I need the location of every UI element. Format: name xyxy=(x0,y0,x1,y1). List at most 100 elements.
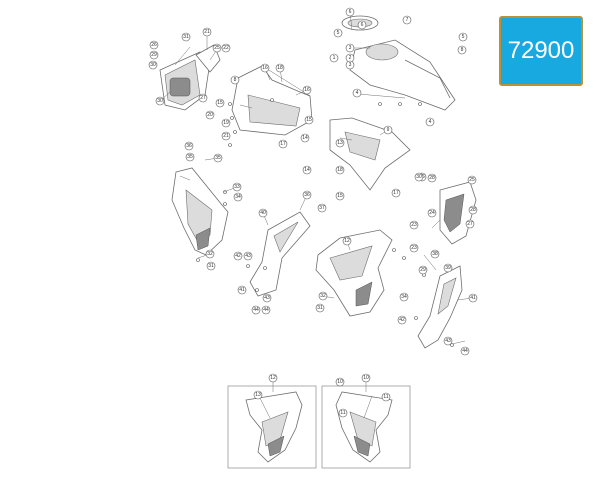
callout-number: 4 xyxy=(356,90,359,96)
part-callout: 35 xyxy=(213,153,223,163)
callout-number: 34 xyxy=(235,194,241,200)
callout-number: 28 xyxy=(470,207,476,213)
upper-nose-cowl xyxy=(231,65,313,136)
callout-circle xyxy=(181,32,191,42)
callout-circle xyxy=(315,303,325,313)
catalog-number-badge: 72900 xyxy=(499,16,583,86)
callout-circle xyxy=(205,249,215,259)
callout-number: 31 xyxy=(208,263,214,269)
callout-circle xyxy=(253,390,263,400)
part-callout: 12 xyxy=(268,373,278,383)
callout-number: 6 xyxy=(361,22,364,28)
part-callout: 13 xyxy=(253,390,263,400)
callout-number: 30 xyxy=(157,98,163,104)
callout-circle xyxy=(278,139,288,149)
part-callout: 42 xyxy=(397,315,407,325)
callout-number: 14 xyxy=(304,167,310,173)
callout-number: 14 xyxy=(302,135,308,141)
part-callout: 26 xyxy=(149,40,159,50)
part-callout: 31 xyxy=(315,303,325,313)
callout-number: 11 xyxy=(340,410,345,416)
callout-number: 39 xyxy=(445,265,451,271)
callout-number: 29 xyxy=(151,52,157,58)
callout-circle xyxy=(149,50,159,60)
part-callout: 25 xyxy=(212,43,222,53)
part-callout: 41 xyxy=(237,285,247,295)
part-callout: 19 xyxy=(221,118,231,128)
callout-circle xyxy=(206,261,216,271)
callout-circle xyxy=(261,305,271,315)
callout-number: 5 xyxy=(337,30,340,36)
callout-number: 31 xyxy=(183,34,189,40)
callout-number: 27 xyxy=(200,95,206,101)
part-callout: 44 xyxy=(460,346,470,356)
callout-number: 12 xyxy=(344,238,350,244)
callout-circle xyxy=(233,192,243,202)
callout-number: 31 xyxy=(317,305,323,311)
callout-number: 42 xyxy=(235,253,241,259)
part-callout: 12 xyxy=(342,236,352,246)
callout-circle xyxy=(457,45,467,55)
callout-number: 13 xyxy=(337,140,343,146)
part-callout: 34 xyxy=(233,192,243,202)
callout-number: 4 xyxy=(429,119,432,125)
callout-number: 44 xyxy=(462,348,468,354)
callout-number: 25 xyxy=(469,177,475,183)
callout-number: 15 xyxy=(337,193,343,199)
callout-circle xyxy=(467,175,477,185)
callout-number: 9 xyxy=(387,127,390,133)
callout-number: 27 xyxy=(467,221,473,227)
callout-circle xyxy=(414,172,424,182)
part-callout: 11 xyxy=(381,392,391,402)
callout-number: 32 xyxy=(320,293,326,299)
part-callout: 43 xyxy=(443,336,453,346)
callout-circle xyxy=(333,28,343,38)
part-callout: 1 xyxy=(329,53,339,63)
callout-number: 11 xyxy=(383,394,388,400)
callout-number: 25 xyxy=(214,45,220,51)
part-callout: 35 xyxy=(185,152,195,162)
callout-circle xyxy=(258,208,268,218)
part-callout: 13 xyxy=(335,138,345,148)
part-callout: 22 xyxy=(221,43,231,53)
part-callout: 36 xyxy=(184,141,194,151)
right-fairing xyxy=(315,229,393,317)
callout-number: 20 xyxy=(207,112,213,118)
callout-number: 28 xyxy=(429,175,435,181)
part-callout: 4 xyxy=(352,88,362,98)
part-callout: 43 xyxy=(243,251,253,261)
part-callout: 5 xyxy=(333,28,343,38)
callout-number: 19 xyxy=(223,120,229,126)
callout-number: 10 xyxy=(337,379,343,385)
callout-circle xyxy=(302,190,312,200)
callout-number: 43 xyxy=(264,295,270,301)
decal-variant-box-left xyxy=(227,385,317,469)
inner-lower-panel-right xyxy=(417,265,463,349)
part-callout: 10 xyxy=(335,377,345,387)
callout-circle xyxy=(335,377,345,387)
callout-circle xyxy=(275,63,285,73)
callout-circle xyxy=(317,203,327,213)
part-callout: 31 xyxy=(181,32,191,42)
callout-number: 30 xyxy=(416,174,422,180)
callout-number: 21 xyxy=(204,29,210,35)
callout-circle xyxy=(260,63,270,73)
left-fairing xyxy=(171,167,229,256)
callout-circle xyxy=(357,20,367,30)
callout-circle xyxy=(430,249,440,259)
callout-circle xyxy=(302,85,312,95)
callout-circle xyxy=(221,131,231,141)
part-callout: 4 xyxy=(425,117,435,127)
part-callout: 15 xyxy=(335,191,345,201)
callout-circle xyxy=(391,188,401,198)
callout-number: 29 xyxy=(420,267,426,273)
callout-number: 21 xyxy=(223,133,229,139)
part-callout: 33 xyxy=(232,182,242,192)
callout-circle xyxy=(345,60,355,70)
callout-number: 43 xyxy=(245,253,251,259)
callout-circle xyxy=(251,305,261,315)
part-callout: 8 xyxy=(457,45,467,55)
callout-number: 15 xyxy=(306,117,312,123)
callout-circle xyxy=(237,285,247,295)
